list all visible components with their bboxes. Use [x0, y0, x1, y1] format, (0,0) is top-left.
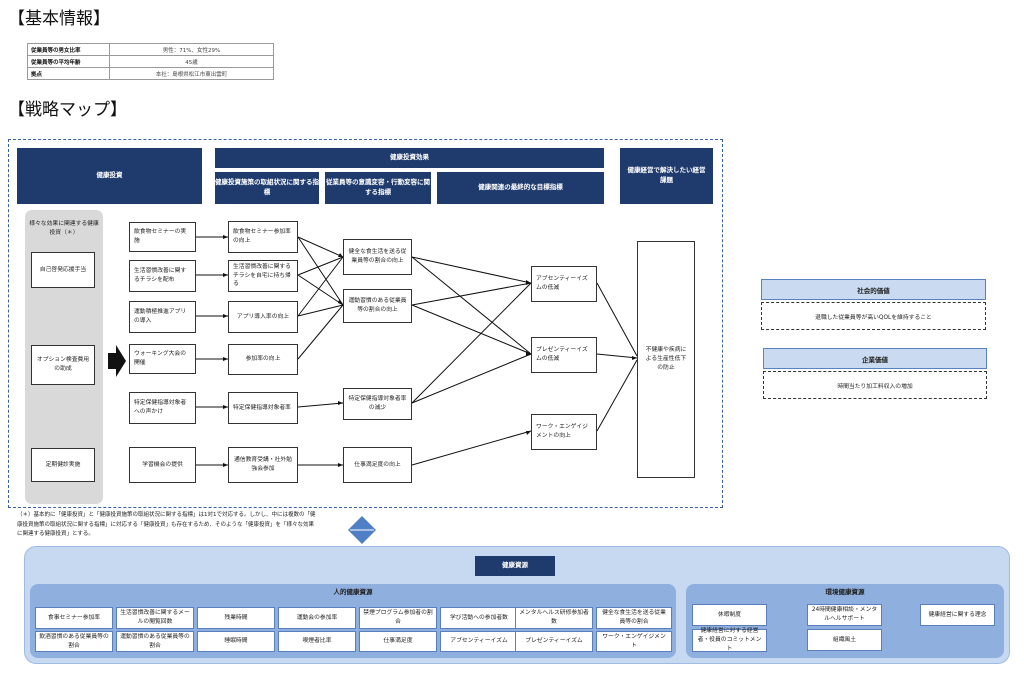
awareness-box: 仕事満足度の向上 — [343, 447, 412, 483]
human-resource-item: 運動習慣のある従業員等の割合 — [116, 631, 194, 652]
human-resource-item: 生活習慣改善に関するメールの閲覧回数 — [116, 607, 194, 629]
awareness-box: 健全な食生活を送る従業員等の割合の向上 — [343, 239, 412, 275]
human-resource-item: プレゼンティーイズム — [515, 631, 593, 652]
investment-box: 運動積極推進アプリの導入 — [129, 301, 196, 333]
final-goal-box: プレゼンティーイズムの低減 — [531, 337, 597, 373]
human-resource-item: メンタルヘルス研修参加者数 — [515, 607, 593, 629]
social-value-header: 社会的価値 — [761, 279, 986, 300]
investment-box: 生活習慣改善に関するチラシを配布 — [129, 260, 196, 292]
subheader-indicator: 健康投資施策の取組状況に関する指標 — [215, 172, 319, 204]
social-value-text: 退職した従業員等が高いQOLを維持すること — [761, 302, 986, 330]
investment-box: 特定保健指導対象者への声かけ — [129, 392, 196, 424]
info-label: 拠点 — [27, 67, 110, 80]
basic-info-heading: 【基本情報】 — [8, 9, 110, 29]
human-resource-item: 飲酒習慣のある従業員等の割合 — [35, 631, 113, 652]
investment-box: 学習機会の提供 — [129, 447, 196, 483]
indicator-box: 飲食物セミナー参加率の向上 — [228, 221, 298, 253]
header-effect: 健康投資効果 — [215, 148, 604, 168]
indicator-box: 通信教育受講・社外勉強会参加 — [228, 447, 298, 483]
diamond-icon — [348, 516, 376, 544]
indicator-box: 参加率の向上 — [228, 344, 298, 375]
human-resource-item: 運動会の参加率 — [278, 607, 356, 629]
human-resource-item: ワーク・エンゲイジメント — [596, 631, 672, 652]
strategy-map-frame — [8, 139, 723, 508]
human-resource-item: 食事セミナー参加率 — [35, 607, 113, 629]
environment-resource-item: 健康経営に関する理念 — [920, 604, 995, 626]
human-resource-item: 残業時間 — [197, 607, 275, 629]
resources-title: 健康資源 — [475, 556, 555, 576]
general-investment-item: 定期健診実施 — [31, 448, 95, 482]
environment-resource-item: 健康経営に対する経営者・役員のコミットメント — [692, 628, 767, 652]
environment-resources-title: 環境健康資源 — [825, 588, 865, 596]
investment-box: ウォーキング大会の開催 — [129, 344, 196, 374]
human-resource-item: アブセンティーイズム — [440, 631, 518, 652]
environment-resource-item: 休暇制度 — [692, 604, 767, 626]
table-row: 拠点本社：島根県松江市東出雲町 — [27, 67, 274, 80]
general-investment-item: 自己啓発応援手当 — [31, 252, 95, 288]
corporate-value-header: 企業価値 — [763, 348, 987, 369]
general-investment-item: オプション検査費用の助成 — [31, 345, 95, 385]
human-resource-item: 喫煙者比率 — [278, 631, 356, 652]
human-resource-item: 学び活動への参加者数 — [440, 607, 518, 629]
human-resource-item: 仕事満足度 — [359, 631, 437, 652]
header-investment: 健康投資 — [17, 148, 202, 204]
human-resources-title: 人的健康資源 — [333, 588, 373, 596]
human-resource-item: 睡眠時間 — [197, 631, 275, 652]
awareness-box: 特定保健指導対象者率の減少 — [343, 388, 412, 420]
awareness-box: 運動習慣のある従業員等の割合の向上 — [343, 289, 412, 323]
indicator-box: アプリ導入率の向上 — [228, 301, 298, 333]
right-arrow-icon — [108, 345, 126, 377]
investment-box: 飲食物セミナーの実施 — [129, 222, 196, 252]
strategy-map-heading: 【戦略マップ】 — [8, 100, 127, 120]
final-goal-box: アブセンティーイズムの低減 — [531, 266, 597, 302]
corporate-value-text: 時間当たり加工料収入の増加 — [763, 371, 987, 399]
environment-resource-item: 24時間健康相談・メンタルヘルサポート — [807, 604, 882, 626]
footnote: （＊）基本的に「健康投資」と「健康投資施策の取組状況に関する指標」は1対1で対応… — [17, 512, 316, 538]
human-resource-item: 健全な食生活を送る従業員等の割合 — [596, 607, 672, 629]
header-issue: 健康経営で解決したい経営課題 — [620, 148, 713, 204]
subheader-awareness: 従業員等の意識変容・行動変容に関する指標 — [325, 172, 431, 204]
business-issue-box: 不健康や疾病による生産性低下の防止 — [637, 241, 695, 478]
environment-resource-item: 組織風土 — [807, 629, 882, 651]
info-value: 本社：島根県松江市東出雲町 — [109, 67, 274, 80]
general-investment-label: 様々な効果に関連する健康投資（＊） — [29, 221, 99, 237]
human-resource-item: 禁煙プログラム参加者の割合 — [359, 607, 437, 629]
subheader-final: 健康関連の最終的な目標指標 — [437, 172, 604, 204]
final-goal-box: ワーク・エンゲイジメントの向上 — [531, 414, 597, 450]
indicator-box: 特定保健指導対象者率 — [228, 392, 298, 424]
indicator-box: 生活習慣改善に関するチラシを自宅に持ち帰る — [228, 260, 298, 292]
table-row: 従業員等の男女比率男性：71%、女性29% — [27, 43, 274, 56]
